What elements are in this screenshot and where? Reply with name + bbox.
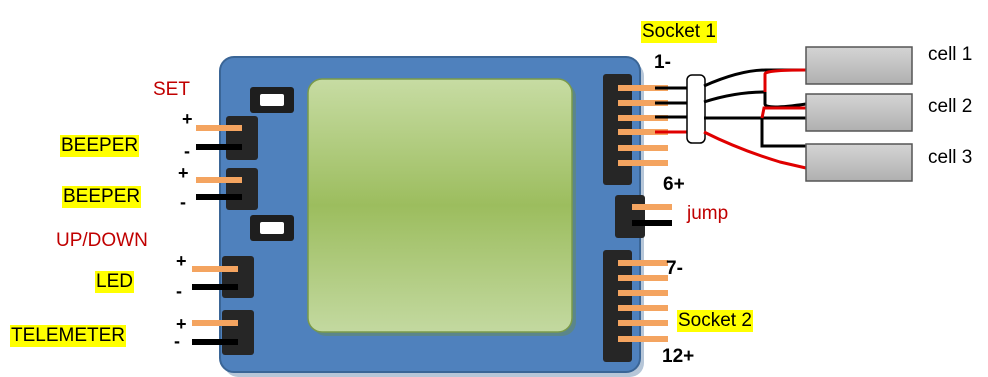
- jump-connector: [615, 195, 672, 238]
- beeper-2-label: BEEPER: [62, 186, 142, 208]
- pin-1-label: 1-: [654, 52, 671, 73]
- beeper-1-minus-sign: -: [184, 141, 190, 161]
- beeper-1-plus-sign: +: [182, 109, 193, 129]
- led-label: LED: [95, 271, 134, 293]
- socket-1-label: Socket 1: [641, 21, 717, 43]
- cell-3-label: cell 3: [928, 147, 973, 168]
- jump-label: jump: [687, 203, 729, 224]
- cell-2-battery: [805, 93, 913, 132]
- cell-2-label: cell 2: [928, 96, 973, 117]
- cell-1-label: cell 1: [928, 44, 973, 65]
- led-minus-sign: -: [176, 281, 182, 301]
- socket-2-header: [603, 250, 668, 362]
- telemeter-label: TELEMETER: [10, 325, 127, 347]
- beeper-1-label: BEEPER: [60, 135, 140, 157]
- telemeter-plus-sign: +: [176, 314, 187, 334]
- set-button: [250, 87, 294, 113]
- up-down-button: [250, 215, 294, 241]
- led-connector: [192, 256, 254, 298]
- cell-3-battery: [805, 143, 913, 182]
- telemeter-connector: [192, 310, 254, 355]
- socket-2-label: Socket 2: [677, 310, 753, 332]
- pin-7-label: 7-: [666, 258, 683, 279]
- cell-wires: [703, 68, 807, 170]
- telemeter-minus-sign: -: [174, 331, 180, 351]
- beeper-2-plus-sign: +: [178, 163, 189, 183]
- lcd-screen: [307, 78, 576, 336]
- set-label: SET: [153, 79, 190, 100]
- pin-12-label: 12+: [662, 346, 695, 367]
- pin-6-label: 6+: [663, 174, 685, 195]
- beeper-connector-1: [196, 116, 258, 160]
- beeper-connector-2: [196, 168, 258, 210]
- cell-1-battery: [805, 46, 913, 85]
- socket-1-header: [603, 74, 668, 185]
- up-down-label: UP/DOWN: [56, 230, 148, 251]
- beeper-2-minus-sign: -: [180, 192, 186, 212]
- balance-plug: [655, 74, 706, 144]
- led-plus-sign: +: [176, 251, 187, 271]
